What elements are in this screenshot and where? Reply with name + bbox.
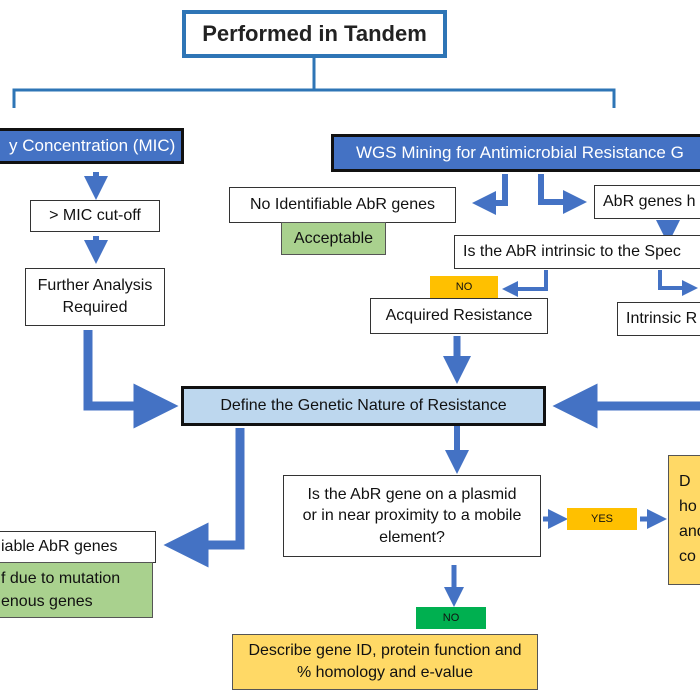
no-genes-box: No Identifiable AbR genes — [229, 187, 456, 223]
no-tag-intrinsic: NO — [430, 276, 498, 298]
mic-cutoff-box: > MIC cut-off — [30, 200, 160, 232]
title-bracket — [12, 58, 616, 108]
intrinsic-question-text: Is the AbR intrinsic to the Spec — [463, 243, 681, 260]
intrinsic-resistance-text: Intrinsic R — [626, 310, 698, 327]
no-tag-plasmid: NO — [416, 607, 486, 629]
no-tag-plasmid-text: NO — [442, 612, 460, 624]
title-box: Performed in Tandem — [182, 10, 447, 58]
bottom-left-green-box: f due to mutation enous genes — [0, 562, 153, 618]
right-yellow-box: D ho and co — [668, 455, 700, 585]
bottom-left-green-line-1: f due to mutation — [1, 569, 121, 587]
no-genes-text: No Identifiable AbR genes — [249, 196, 435, 213]
arrow-no-to-acquired — [502, 270, 548, 297]
mic-header-text: y Concentration (MIC) — [9, 136, 176, 155]
mic-cutoff-text: > MIC cut-off — [49, 207, 141, 224]
arrow-further-to-define — [83, 330, 179, 429]
no-tag-intrinsic-text: NO — [455, 281, 473, 293]
intrinsic-resistance-box: Intrinsic R — [617, 302, 700, 336]
further-analysis-text: Further Analysis Required — [37, 277, 153, 316]
bottom-left-genes-box: iable AbR genes — [0, 531, 156, 563]
genes-found-box: AbR genes h — [594, 185, 700, 219]
arrow-question-to-intrinsic — [658, 270, 698, 296]
plasmid-question-text: Is the AbR gene on a plasmid or in near … — [302, 485, 522, 546]
right-yellow-line-1: D — [679, 473, 691, 491]
acceptable-box: Acceptable — [281, 222, 386, 255]
yes-tag-text: YES — [590, 513, 613, 525]
describe-gene-text: Describe gene ID, protein function and %… — [248, 642, 522, 681]
genes-found-text: AbR genes h — [603, 193, 696, 210]
right-yellow-line-4: co — [679, 547, 696, 565]
bottom-left-genes-text: iable AbR genes — [1, 538, 118, 555]
wgs-header-text: WGS Mining for Antimicrobial Resistance … — [356, 143, 684, 162]
plasmid-question-box: Is the AbR gene on a plasmid or in near … — [283, 475, 541, 557]
bottom-left-green-line-2: enous genes — [1, 593, 93, 610]
arrow-wgs-to-genes-found — [538, 174, 587, 214]
right-yellow-line-3: and — [679, 523, 700, 540]
acceptable-text: Acceptable — [293, 229, 374, 247]
acquired-resistance-box: Acquired Resistance — [370, 298, 548, 334]
wgs-header: WGS Mining for Antimicrobial Resistance … — [331, 134, 700, 172]
further-analysis-box: Further Analysis Required — [25, 268, 165, 326]
describe-gene-box: Describe gene ID, protein function and %… — [232, 634, 538, 690]
title-text: Performed in Tandem — [202, 21, 427, 46]
intrinsic-question-box: Is the AbR intrinsic to the Spec — [454, 235, 700, 269]
arrow-define-to-bottom-left — [163, 428, 245, 568]
acquired-resistance-text: Acquired Resistance — [385, 307, 533, 324]
mic-header: y Concentration (MIC) — [0, 128, 184, 164]
yes-tag: YES — [567, 508, 637, 530]
arrow-wgs-to-no-genes — [472, 174, 508, 215]
right-yellow-line-2: ho — [679, 498, 697, 516]
define-nature-box: Define the Genetic Nature of Resistance — [181, 386, 546, 426]
define-nature-text: Define the Genetic Nature of Resistance — [220, 397, 507, 414]
